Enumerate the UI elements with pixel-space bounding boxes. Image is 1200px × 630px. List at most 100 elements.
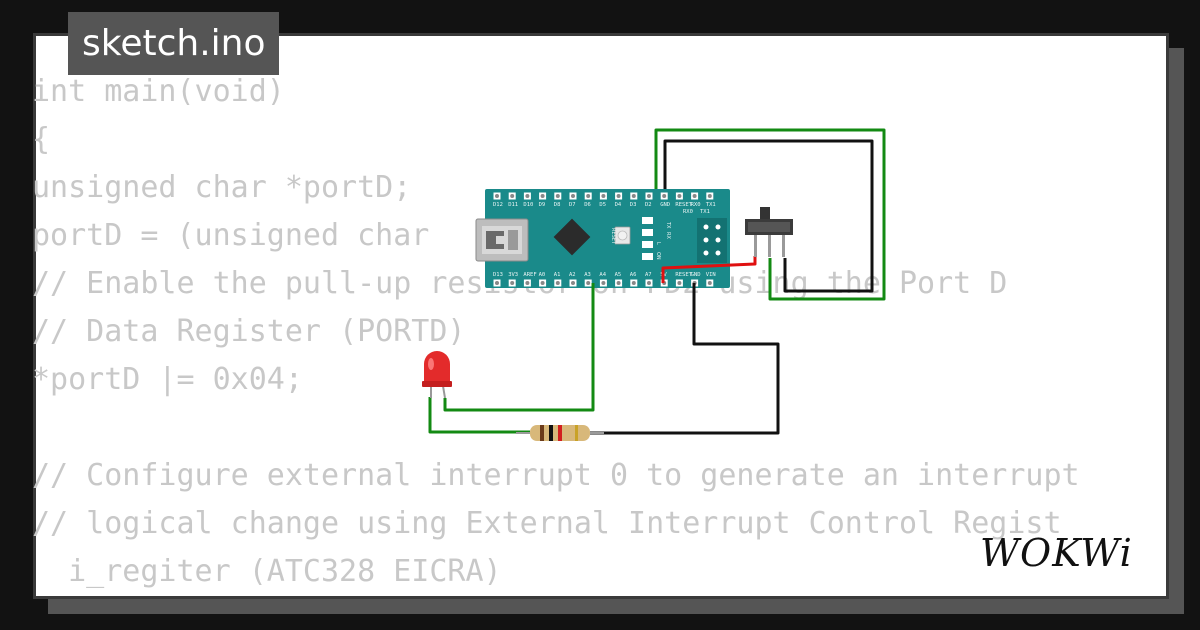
label-tx1: TX1 xyxy=(700,209,710,215)
pin-label: TX1 xyxy=(706,202,716,208)
wokwi-logo: WOKWi xyxy=(980,531,1133,575)
code-preview: int main(void) { unsigned char *portD; port… xyxy=(32,68,1122,596)
label-rx: RX xyxy=(665,232,671,239)
pin-label: D8 xyxy=(554,202,561,208)
resistor[interactable] xyxy=(516,425,604,441)
pin-label: A6 xyxy=(630,272,637,278)
board-status-leds xyxy=(642,217,653,260)
code-line: i_regiter (ATC328 EICRA) xyxy=(32,554,502,589)
top-pin-labels: D12 D11 D10 D9 D8 D7 D6 D5 D4 D3 D2 GND RESETRX0 TX1 xyxy=(493,202,716,208)
label-l: L xyxy=(655,242,661,245)
wire-black-gnd[interactable] xyxy=(590,283,780,435)
pin-hole xyxy=(692,194,697,198)
code-line: portD = (unsigned char xyxy=(32,218,430,253)
pin-label: A7 xyxy=(645,272,652,278)
code-line: // logical change using External Interru… xyxy=(32,506,1062,541)
pin-hole xyxy=(677,194,682,198)
label-tx: TX xyxy=(665,221,671,229)
file-tab-label: sketch.ino xyxy=(82,23,266,64)
pin-hole xyxy=(707,194,712,198)
code-line: // Enable the pull-up resistor on PD2 us… xyxy=(32,266,1008,301)
pin-label: A3 xyxy=(584,272,591,278)
icsp-header xyxy=(697,218,727,263)
code-line: *portD |= 0x04; xyxy=(32,362,303,397)
pin-hole xyxy=(525,281,530,285)
pin-label: D9 xyxy=(539,202,546,208)
reset-button[interactable] xyxy=(614,226,631,245)
pin-label: D10 xyxy=(523,202,533,208)
pin-label: D3 xyxy=(630,202,637,208)
file-tab[interactable]: sketch.ino xyxy=(68,12,280,75)
pin-hole xyxy=(510,281,515,285)
pin-hole xyxy=(601,194,606,198)
pin-hole xyxy=(647,194,651,198)
pin-hole xyxy=(677,281,682,285)
pin-hole xyxy=(616,194,621,198)
usb-connector xyxy=(475,218,529,262)
pin-label: D2 xyxy=(645,202,652,208)
pin-label: RESET xyxy=(675,202,692,208)
pin-hole xyxy=(647,281,651,285)
pin-hole xyxy=(540,194,545,198)
slide-switch[interactable] xyxy=(745,207,793,257)
pin-hole xyxy=(495,281,499,285)
pin-label: AREF xyxy=(523,272,536,278)
pin-label: D4 xyxy=(615,202,622,208)
pin-hole xyxy=(662,194,667,198)
wire-red-5v[interactable] xyxy=(661,256,757,283)
microcontroller-chip xyxy=(553,218,591,256)
pin-label: D11 xyxy=(508,202,518,208)
code-line: unsigned char *portD; xyxy=(32,170,412,205)
pin-hole xyxy=(571,281,575,285)
code-line: // Data Register (PORTD) xyxy=(32,314,466,349)
pin-hole xyxy=(540,281,545,285)
pin-label: D12 xyxy=(493,202,503,208)
pin-label: 3V3 xyxy=(508,272,518,278)
pin-label: D6 xyxy=(584,202,591,208)
label-rx0: RX0 xyxy=(683,209,693,215)
pin-hole xyxy=(555,281,560,285)
pin-label: GND xyxy=(660,202,670,208)
pin-hole xyxy=(571,194,575,198)
pin-hole xyxy=(525,194,530,198)
pin-label: A2 xyxy=(569,272,576,278)
pin-hole xyxy=(495,194,499,198)
label-reset: RESET xyxy=(610,228,616,245)
pin-hole xyxy=(555,194,560,198)
red-led[interactable] xyxy=(422,351,452,399)
pin-label: D7 xyxy=(569,202,576,208)
pin-hole xyxy=(707,281,712,285)
code-line: int main(void) xyxy=(32,74,285,109)
wire-green-resistor[interactable] xyxy=(428,397,530,434)
pin-hole xyxy=(631,194,636,198)
label-on: ON xyxy=(655,252,661,260)
pin-hole xyxy=(510,194,515,198)
wire-green-led[interactable] xyxy=(443,283,595,412)
code-line: { xyxy=(32,122,51,157)
pin-label: RX0 xyxy=(691,202,701,208)
pin-label: A0 xyxy=(539,272,546,278)
pin-header-top xyxy=(493,192,714,200)
pin-label: A5 xyxy=(615,272,622,278)
pin-label: VIN xyxy=(706,272,716,278)
pin-hole xyxy=(631,281,636,285)
wokwi-logo-text: WOKWi xyxy=(980,531,1133,575)
pin-label: D5 xyxy=(599,202,606,208)
code-line: // Configure external interrupt 0 to gen… xyxy=(32,458,1080,493)
pin-label: GND xyxy=(691,272,701,278)
pin-hole xyxy=(586,194,591,198)
pin-hole xyxy=(616,281,621,285)
pin-label: A4 xyxy=(599,272,606,278)
pin-label: A1 xyxy=(554,272,561,278)
pin-label: RESET xyxy=(675,272,692,278)
wire-green-top[interactable] xyxy=(654,128,886,301)
pin-hole xyxy=(601,281,606,285)
pin-header-bottom xyxy=(493,279,714,287)
wire-black-top[interactable] xyxy=(663,139,874,293)
pin-label: D13 xyxy=(493,272,503,278)
preview-card xyxy=(33,33,1169,599)
pin-hole xyxy=(586,281,591,285)
